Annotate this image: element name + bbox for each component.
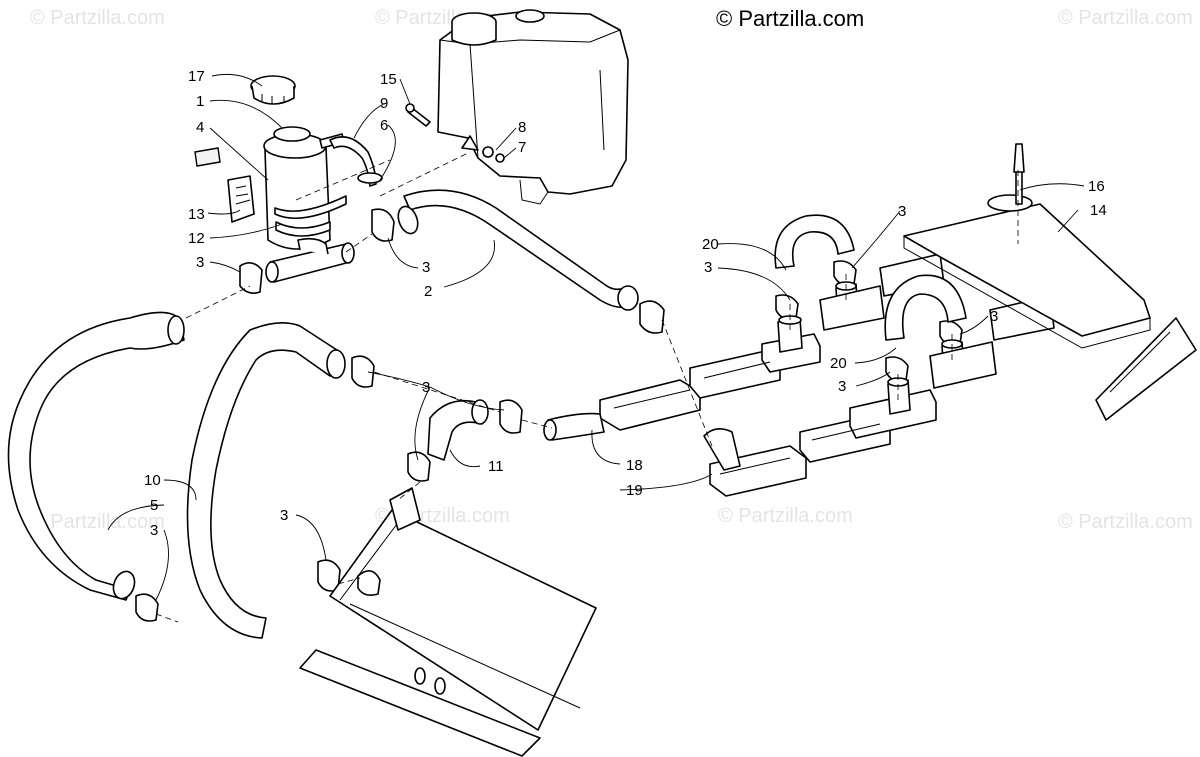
- coolant-hose-2: [397, 189, 639, 311]
- callout-17: 17: [188, 68, 205, 85]
- assembly-lines: [155, 151, 1019, 623]
- callout-2: 2: [424, 283, 432, 300]
- watermark-text: © Partzilla.com: [1058, 511, 1193, 533]
- u-hoses-20: [774, 214, 967, 341]
- callout-14: 14: [1090, 202, 1107, 219]
- callout-9: 9: [380, 95, 388, 112]
- watermark-text: © Partzilla.com: [30, 7, 165, 29]
- coolant-bottle: [194, 75, 355, 283]
- callout-3: 3: [898, 203, 906, 220]
- callout-20: 20: [830, 355, 847, 372]
- coolant-hose-5: [7, 311, 185, 601]
- heat-exchanger-19: [703, 389, 937, 497]
- partzilla-brand: © Partzilla.com: [716, 6, 864, 31]
- heat-exchanger-18: [543, 333, 821, 441]
- coolant-hose-11: [427, 399, 489, 461]
- callout-18: 18: [626, 457, 643, 474]
- callout-6: 6: [380, 117, 388, 134]
- callout-20: 20: [702, 236, 719, 253]
- callout-3: 3: [280, 507, 288, 524]
- callout-11: 11: [488, 458, 504, 475]
- hose-clamps: [135, 208, 963, 622]
- callout-4: 4: [196, 119, 204, 136]
- callout-15: 15: [380, 71, 397, 88]
- callout-1: 1: [196, 93, 204, 110]
- oil-tank: [437, 9, 629, 205]
- overflow-hose: [329, 103, 505, 187]
- callout-10: 10: [144, 472, 161, 489]
- callout-7: 7: [518, 139, 526, 156]
- callout-19: 19: [626, 482, 643, 499]
- callout-12: 12: [188, 230, 205, 247]
- callout-3: 3: [422, 379, 430, 396]
- callout-3: 3: [196, 254, 204, 271]
- callout-3: 3: [422, 259, 430, 276]
- callout-3: 3: [704, 259, 712, 276]
- radiator-panel: [299, 487, 597, 757]
- watermark-text: © Partzilla.com: [718, 505, 853, 527]
- callout-8: 8: [518, 119, 526, 136]
- coolant-hose-10: [186, 322, 346, 639]
- callout-16: 16: [1088, 178, 1105, 195]
- heat-exchanger-14: [903, 143, 1197, 421]
- callout-3: 3: [990, 308, 998, 325]
- watermark-text: © Partzilla.com: [1058, 7, 1193, 29]
- callout-5: 5: [150, 497, 158, 514]
- callout-3: 3: [150, 522, 158, 539]
- callout-13: 13: [188, 206, 205, 223]
- leader-lines: [107, 73, 1085, 601]
- callout-3: 3: [838, 378, 846, 395]
- watermark-text: © Partzilla.com: [30, 511, 165, 533]
- callout-labels: 17 1 4 13 12 3 15 9 6 8 7 3 2 20 3 3 16 …: [144, 68, 1107, 539]
